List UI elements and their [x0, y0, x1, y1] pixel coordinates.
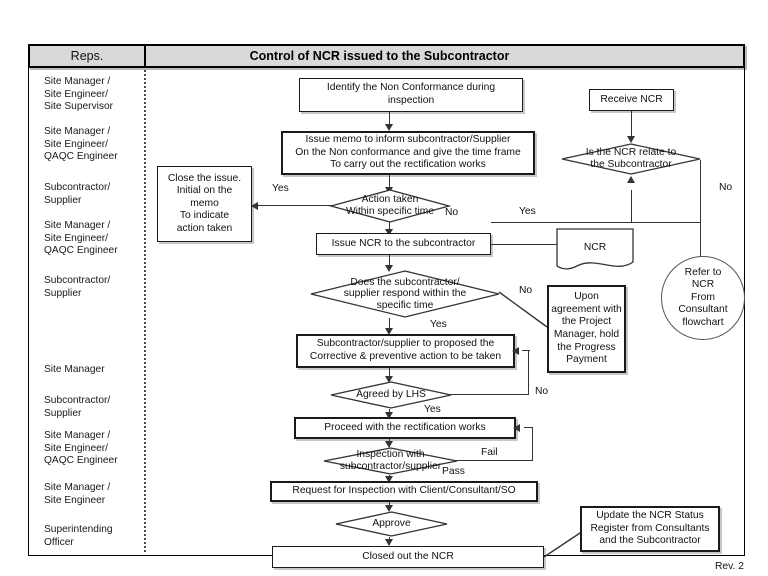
edge-label-action-yes: Yes: [272, 183, 289, 194]
node-issue-ncr[interactable]: Issue NCR to the subcontractor: [316, 233, 491, 255]
rep-row-10: Superintending Officer: [44, 524, 113, 548]
node-receive-ncr[interactable]: Receive NCR: [589, 89, 674, 111]
arrowhead-action-no: [385, 229, 393, 236]
arrowhead-issuencr-to-respond: [385, 265, 393, 272]
edge-respond-yes: [389, 318, 391, 332]
rep-row-4: Site Manager / Site Engineer/ QAQC Engin…: [44, 220, 118, 257]
decision-action-taken-label: Action taken Within specific time: [345, 194, 435, 217]
rep-row-8: Site Manager / Site Engineer/ QAQC Engin…: [44, 430, 118, 467]
node-request-inspection[interactable]: Request for Inspection with Client/Consu…: [270, 481, 538, 502]
arrowhead-request-to-approve: [385, 505, 393, 512]
edge-agreed-no-horizontal: [450, 394, 529, 396]
node-propose-corrective-action[interactable]: Subcontractor/supplier to proposed the C…: [296, 334, 515, 368]
arrowhead-inspection-pass: [385, 476, 393, 483]
node-issue-memo[interactable]: Issue memo to inform subcontractor/Suppl…: [281, 131, 535, 175]
page-title: Control of NCR issued to the Subcontract…: [249, 49, 510, 63]
arrowhead-action-yes: [251, 201, 258, 210]
edge-label-agreed-yes: Yes: [424, 404, 441, 415]
diamond-shape: [330, 381, 452, 409]
decision-approve[interactable]: Approve: [335, 511, 448, 537]
decision-inspection-label: Inspection with subcontractor/supplier: [339, 449, 442, 472]
arrowhead-respond-yes: [385, 328, 393, 335]
arrowhead-ncr-yes: [627, 176, 635, 183]
edge-agreed-no-stub: [522, 350, 530, 352]
node-refer-to-ncr-flowchart[interactable]: Refer to NCR From Consultant flowchart: [661, 256, 745, 340]
decision-action-taken[interactable]: Action taken Within specific time: [328, 189, 452, 223]
edge-label-respond-no: No: [519, 285, 533, 296]
edge-issuencr-to-respond: [389, 255, 391, 269]
edge-action-yes: [258, 205, 332, 207]
rep-row-3: Subcontractor/ Supplier: [44, 182, 111, 206]
edge-issuencr-to-ncrdoc: [491, 244, 557, 246]
rep-row-6: Site Manager: [44, 364, 105, 375]
arrowhead-proceed-to-inspection: [385, 441, 393, 448]
edge-label-action-no: No: [445, 207, 459, 218]
diamond-shape: [561, 143, 701, 175]
edge-label-inspection-pass: Pass: [442, 466, 465, 477]
edge-label-ncr-no: No: [719, 182, 733, 193]
edge-fail-stub: [524, 427, 533, 429]
decision-inspection-with-subcontractor[interactable]: Inspection with subcontractor/supplier: [323, 447, 458, 475]
arrowhead-agreed-no: [512, 346, 519, 355]
rep-row-1: Site Manager / Site Engineer/ Site Super…: [44, 76, 114, 113]
edge-label-inspection-fail: Fail: [481, 447, 498, 458]
edge-fail-horizontal: [456, 460, 533, 462]
node-ncr-document-label: NCR: [583, 242, 607, 253]
edge-receivencr-to-decision: [631, 111, 633, 140]
revision-label: Rev. 2: [715, 561, 744, 572]
node-ncr-document[interactable]: NCR: [556, 228, 634, 272]
decision-does-subcontractor-respond[interactable]: Does the subcontractor/ supplier respond…: [310, 270, 500, 318]
diamond-shape: [310, 270, 500, 318]
rep-row-5: Subcontractor/ Supplier: [44, 275, 111, 299]
arrowhead-receivencr-to-decision: [627, 136, 635, 143]
edge-fail-vertical: [532, 428, 534, 461]
node-proceed-rectification[interactable]: Proceed with the rectification works: [294, 417, 516, 439]
edge-propose-to-agreed: [389, 368, 391, 380]
column-divider: [144, 70, 146, 552]
arrowhead-agreed-yes: [385, 412, 393, 419]
node-close-the-issue[interactable]: Close the issue. Initial on the memo To …: [157, 166, 252, 242]
arrowhead-propose-to-agreed: [385, 376, 393, 383]
node-identify-nonconformance[interactable]: Identify the Non Conformance during insp…: [299, 78, 523, 112]
rep-row-9: Site Manager / Site Engineer: [44, 482, 111, 506]
edge-label-agreed-no: No: [535, 386, 549, 397]
header-row: Reps. Control of NCR issued to the Subco…: [28, 44, 745, 68]
node-upon-agreement-hold-payment[interactable]: Upon agreement with the Project Manager,…: [547, 285, 626, 373]
edge-action-no: [389, 222, 391, 233]
node-update-ncr-status-register[interactable]: Update the NCR Status Register from Cons…: [580, 506, 720, 552]
rep-row-2: Site Manager / Site Engineer/ QAQC Engin…: [44, 126, 118, 163]
edge-ncr-no: [700, 160, 702, 258]
edge-ncr-yes-horizontal: [491, 222, 701, 224]
edge-label-respond-yes: Yes: [430, 319, 447, 330]
arrowhead-approve-to-closed: [385, 539, 393, 546]
rep-row-7: Subcontractor/ Supplier: [44, 395, 111, 419]
edge-identify-to-memo: [389, 112, 391, 126]
arrowhead-inspection-fail: [513, 424, 520, 432]
decision-agreed-by-lhs-label: Agreed by LHS: [356, 389, 426, 401]
decision-is-ncr-related-label: Is the NCR relate to the Subcontractor: [585, 147, 677, 170]
edge-label-ncr-yes: Yes: [519, 206, 536, 217]
edge-ncr-yes-return: [631, 190, 633, 222]
reps-column-header: Reps.: [30, 46, 146, 66]
edge-memo-to-action: [389, 175, 391, 189]
decision-is-ncr-related[interactable]: Is the NCR relate to the Subcontractor: [561, 143, 701, 175]
node-closed-out-ncr[interactable]: Closed out the NCR: [272, 546, 544, 568]
decision-agreed-by-lhs[interactable]: Agreed by LHS: [330, 381, 452, 409]
arrowhead-identify-to-memo: [385, 124, 393, 131]
edge-agreed-no-vertical: [528, 351, 530, 395]
decision-does-subcontractor-respond-label: Does the subcontractor/ supplier respond…: [343, 276, 467, 311]
diamond-shape: [335, 511, 448, 537]
decision-approve-label: Approve: [372, 518, 411, 530]
document-shape: [556, 228, 634, 270]
diamond-shape: [323, 447, 458, 475]
